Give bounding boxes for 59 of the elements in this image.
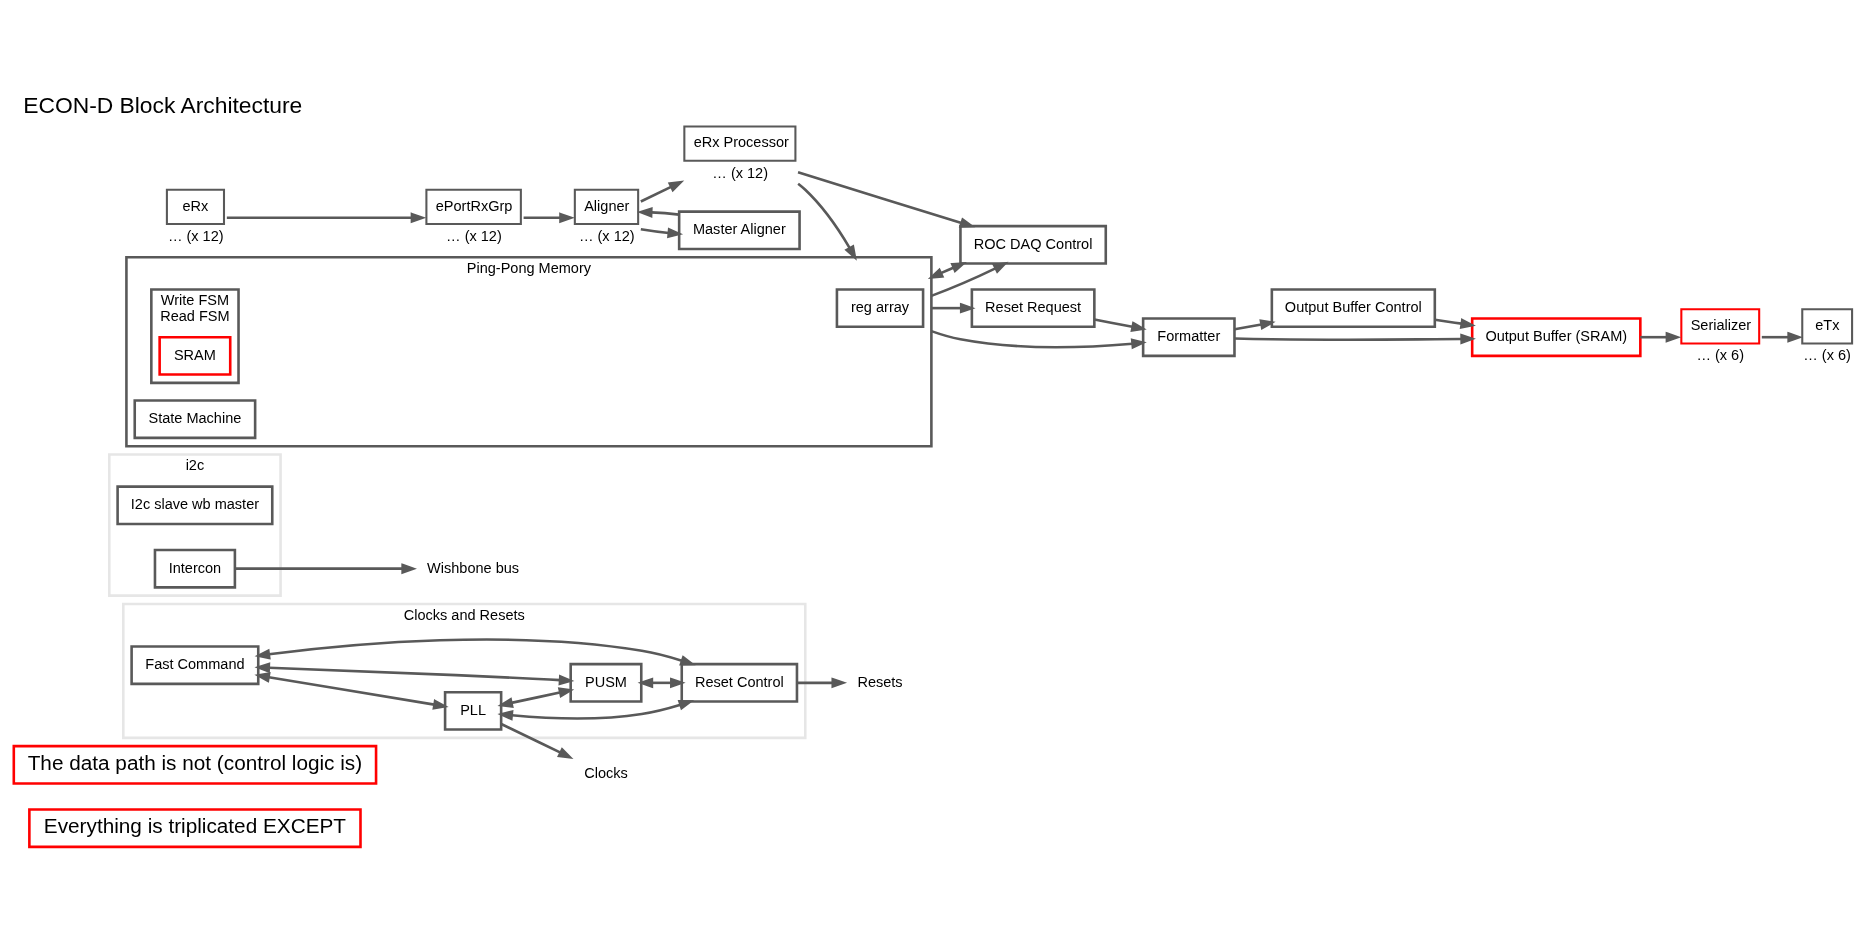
arrow <box>639 180 684 203</box>
arrow <box>253 672 449 710</box>
node-box: ROC DAQ Control <box>958 224 1107 265</box>
node-label: … (x 6) <box>1802 347 1851 364</box>
arrow <box>1093 318 1147 332</box>
node-box: The data path is not (control logic is) <box>12 744 377 785</box>
arrow <box>930 302 976 314</box>
node-text: Wishbone bus <box>426 559 519 576</box>
arrow <box>500 722 573 759</box>
arrow <box>796 182 857 261</box>
arrow <box>1434 318 1476 329</box>
node-box: Reset Control <box>679 662 798 703</box>
node-box: Formatter <box>1141 317 1236 358</box>
node-box: ePortRxGrp <box>424 188 522 226</box>
node-box: Serializer <box>1679 308 1760 345</box>
node-box: eRx <box>165 188 225 226</box>
node-box: Master Aligner <box>677 210 801 251</box>
node-box: State Machine <box>132 399 256 440</box>
node-box: SRAM <box>157 335 231 376</box>
arrow <box>226 212 426 224</box>
arrow <box>1234 333 1476 345</box>
arrow <box>496 687 574 708</box>
node-box: Output Buffer (SRAM) <box>1470 317 1642 358</box>
node-label: … (x 12) <box>711 164 768 181</box>
node-box: PLL <box>443 690 502 731</box>
arrow <box>930 261 1008 298</box>
arrow <box>637 677 686 689</box>
arrow <box>253 662 574 686</box>
node-label: … (x 12) <box>167 227 224 244</box>
arrow <box>797 171 975 228</box>
node-box: reg array <box>835 288 924 329</box>
node-label: … (x 6) <box>1695 347 1744 364</box>
arrow <box>523 212 575 224</box>
node-box: Aligner <box>573 188 639 226</box>
node-text: Resets <box>856 673 903 690</box>
node-box: eTx <box>1800 308 1853 345</box>
arrow <box>1233 319 1276 331</box>
node-text: Clocks <box>583 765 628 782</box>
arrow <box>1639 331 1681 343</box>
arrow <box>636 206 679 218</box>
arrow <box>640 227 683 239</box>
arrow <box>927 262 967 280</box>
arrow <box>796 677 847 689</box>
node-box: eRx Processor <box>682 125 796 162</box>
node-box: I2c slave wb master <box>115 485 274 526</box>
arrow <box>930 329 1147 350</box>
node-label: … (x 12) <box>445 227 502 244</box>
node-box: Fast Command <box>129 645 260 686</box>
node-box: Intercon <box>153 548 236 589</box>
arrow <box>254 638 696 666</box>
node-box: Everything is triplicated EXCEPT <box>27 808 362 849</box>
node-label: … (x 12) <box>578 227 635 244</box>
arrow <box>234 563 417 575</box>
arrow <box>1761 331 1803 343</box>
node-box: PUSM <box>568 662 643 703</box>
diagram-title: ECON-D Block Architecture <box>22 91 302 118</box>
node-box: Output Buffer Control <box>1270 288 1436 329</box>
arrow <box>496 699 694 721</box>
node-box: Reset Request <box>970 288 1096 329</box>
